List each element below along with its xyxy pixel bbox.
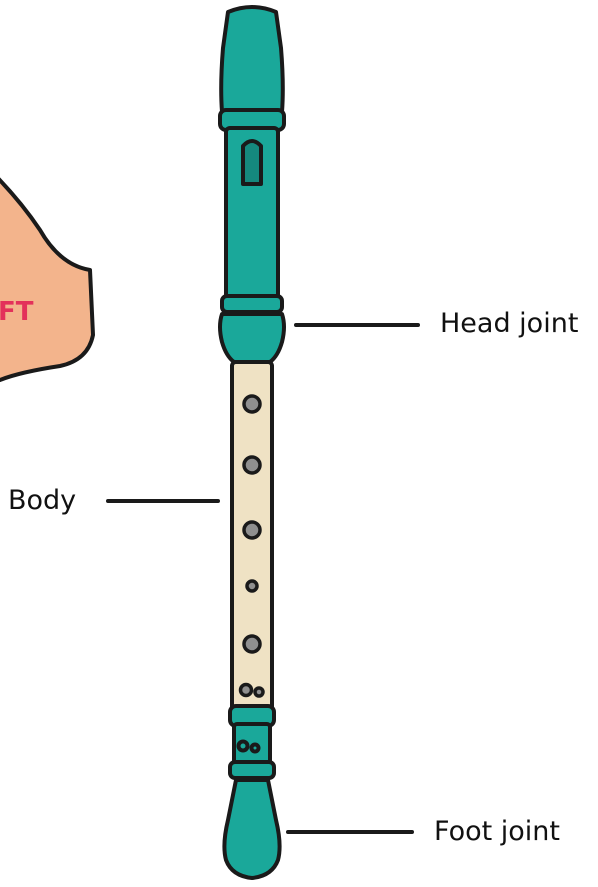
finger-hole (255, 688, 263, 696)
finger-hole (244, 522, 260, 538)
finger-hole (244, 636, 260, 652)
finger-hole (244, 457, 260, 473)
body-label: Body (8, 487, 76, 514)
finger-hole (241, 685, 252, 696)
hand-text: FT (0, 297, 34, 327)
foot-joint (224, 706, 279, 878)
foot-bell (224, 780, 279, 878)
head-ring-mid (222, 296, 282, 312)
hand-illustration: FT (0, 170, 93, 380)
finger-hole (247, 581, 257, 591)
recorder (220, 7, 284, 878)
head-socket (220, 314, 284, 362)
foot-joint-label: Foot joint (434, 818, 560, 845)
foot-hole (252, 745, 259, 752)
foot-ring-bottom (230, 762, 274, 778)
foot-hole (239, 742, 248, 751)
head-joint (220, 7, 284, 362)
head-joint-label: Head joint (440, 310, 578, 337)
head-window (243, 141, 261, 184)
head-mouthpiece (221, 7, 283, 112)
finger-hole (244, 396, 260, 412)
hand-shape (0, 170, 93, 380)
